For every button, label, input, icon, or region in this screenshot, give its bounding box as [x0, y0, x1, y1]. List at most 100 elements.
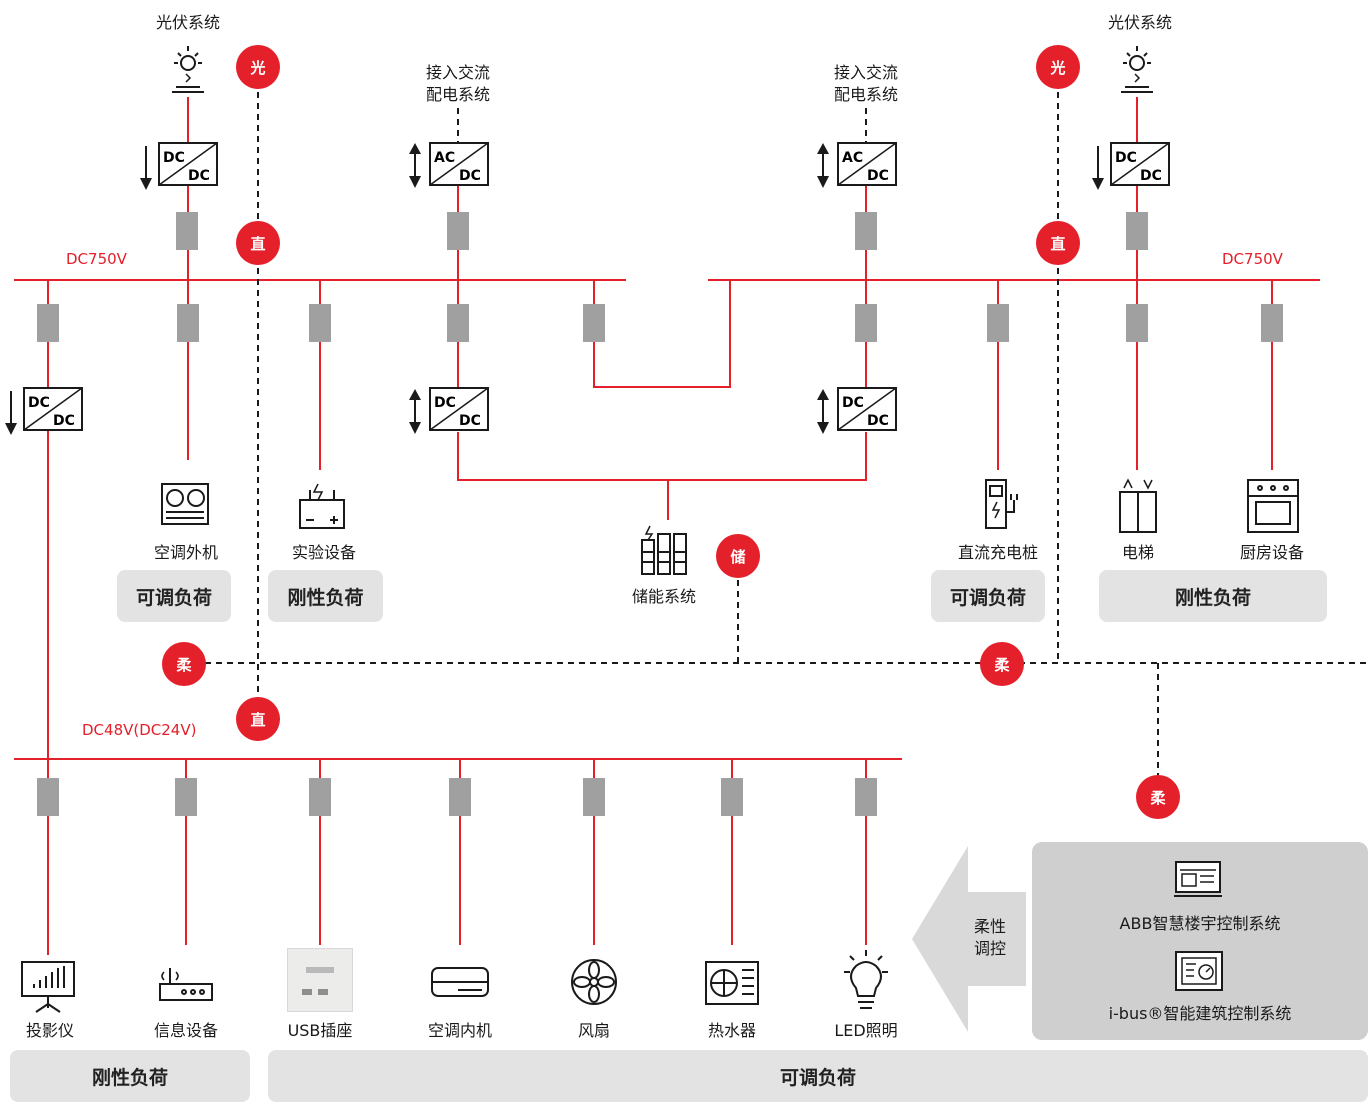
breaker	[37, 778, 59, 816]
bubble-dc: 直	[1036, 221, 1080, 265]
bubble-flexible: 柔	[1136, 775, 1180, 819]
svg-text:DC: DC	[1140, 168, 1162, 184]
svg-text:DC: DC	[188, 168, 210, 184]
bubble-storage: 储	[716, 534, 760, 578]
ac-indoor-unit-icon	[432, 968, 488, 996]
lab-equipment-icon	[300, 484, 344, 528]
label-lab-equipment: 实验设备	[264, 542, 384, 564]
label-ac-indoor: 空调内机	[400, 1020, 520, 1042]
breaker	[447, 304, 469, 342]
label-dc-charger: 直流充电桩	[928, 542, 1068, 564]
ibus-system-label: i-bus®智能建筑控制系统	[1032, 1000, 1368, 1024]
label-ac-outdoor: 空调外机	[126, 542, 246, 564]
label-ac-left-1: 接入交流	[398, 62, 518, 84]
svg-text:AC: AC	[842, 150, 863, 166]
oven-icon	[1248, 480, 1298, 532]
solar-panel-icon	[1121, 46, 1153, 92]
svg-text:DC: DC	[842, 395, 864, 411]
svg-text:AC: AC	[434, 150, 455, 166]
acdc-converter-left: AC DC	[409, 143, 488, 188]
svg-text:DC: DC	[434, 395, 456, 411]
usb-port-top	[306, 967, 334, 973]
fan-icon	[572, 960, 616, 1004]
breaker	[855, 212, 877, 250]
light-bulb-icon	[844, 950, 888, 1008]
svg-text:DC: DC	[459, 168, 481, 184]
bubble-dc: 直	[236, 221, 280, 265]
arrow-text-line1: 柔性	[962, 916, 1018, 938]
panel-rigid-load: 刚性负荷	[268, 570, 383, 622]
svg-text:DC: DC	[53, 413, 75, 429]
svg-text:DC: DC	[867, 168, 889, 184]
abb-controller-icon	[1174, 860, 1224, 900]
panel-adjustable-load-bottom: 可调负荷	[268, 1050, 1368, 1102]
breaker	[175, 778, 197, 816]
breaker	[583, 304, 605, 342]
breaker	[447, 212, 469, 250]
converters: DC DC AC DC AC DC DC	[5, 143, 1169, 435]
abb-system-label: ABB智慧楼宇控制系统	[1032, 910, 1368, 934]
usb-port	[318, 989, 328, 995]
battery-storage-icon	[642, 526, 686, 574]
svg-text:DC: DC	[1115, 150, 1137, 166]
label-pv-right: 光伏系统	[1080, 12, 1200, 34]
label-dc48: DC48V(DC24V)	[82, 720, 196, 740]
panel-adjustable-load: 可调负荷	[931, 570, 1045, 622]
label-ac-left-2: 配电系统	[398, 84, 518, 106]
dcdc-converter-pv-right: DC DC	[1092, 143, 1169, 190]
svg-text:DC: DC	[867, 413, 889, 429]
breaker	[37, 304, 59, 342]
ac-outdoor-unit-icon	[162, 484, 208, 524]
dc-charger-icon	[986, 480, 1017, 528]
ibus-panel-icon	[1174, 950, 1224, 992]
dcdc-converter-dc48: DC DC	[5, 388, 82, 435]
bubble-dc: 直	[236, 697, 280, 741]
bubble-flexible: 柔	[980, 642, 1024, 686]
bubble-flexible: 柔	[162, 642, 206, 686]
panel-adjustable-load: 可调负荷	[117, 570, 231, 622]
svg-text:DC: DC	[163, 150, 185, 166]
breaker	[309, 778, 331, 816]
breaker	[176, 212, 198, 250]
dcdc-converter-storage-left: DC DC	[409, 388, 488, 434]
label-storage: 储能系统	[604, 586, 724, 608]
label-kitchen: 厨房设备	[1212, 542, 1332, 564]
breakers	[37, 212, 1283, 816]
usb-socket-plate	[287, 948, 353, 1012]
acdc-converter-right: AC DC	[817, 143, 896, 188]
label-pv-left: 光伏系统	[128, 12, 248, 34]
usb-port	[302, 989, 312, 995]
label-water-heater: 热水器	[682, 1020, 782, 1042]
svg-text:DC: DC	[28, 395, 50, 411]
dcdc-converter-storage-right: DC DC	[817, 388, 896, 434]
dashed-links	[205, 92, 1368, 775]
bubble-pv: 光	[236, 45, 280, 89]
router-icon	[160, 968, 212, 1000]
projector-icon	[22, 962, 74, 1012]
breaker	[987, 304, 1009, 342]
label-info-device: 信息设备	[126, 1020, 246, 1042]
breaker	[855, 304, 877, 342]
breaker	[177, 304, 199, 342]
solar-panel-icon	[172, 46, 204, 92]
label-ac-right-2: 配电系统	[806, 84, 926, 106]
breaker	[721, 778, 743, 816]
water-heater-icon	[706, 962, 758, 1004]
red-wiring	[14, 97, 1320, 955]
label-dc750-right: DC750V	[1222, 249, 1283, 269]
label-elevator: 电梯	[1088, 542, 1188, 564]
breaker	[1126, 304, 1148, 342]
label-projector: 投影仪	[0, 1020, 100, 1042]
panel-rigid-load: 刚性负荷	[1099, 570, 1327, 622]
bubble-pv: 光	[1036, 45, 1080, 89]
breaker	[855, 778, 877, 816]
label-dc750-left: DC750V	[66, 249, 127, 269]
breaker	[1261, 304, 1283, 342]
breaker	[583, 778, 605, 816]
elevator-icon	[1120, 480, 1156, 532]
label-usb-socket: USB插座	[260, 1020, 380, 1042]
dcdc-converter-pv-left: DC DC	[140, 143, 217, 190]
label-fan: 风扇	[544, 1020, 644, 1042]
breaker	[1126, 212, 1148, 250]
arrow-text-line2: 调控	[962, 938, 1018, 960]
